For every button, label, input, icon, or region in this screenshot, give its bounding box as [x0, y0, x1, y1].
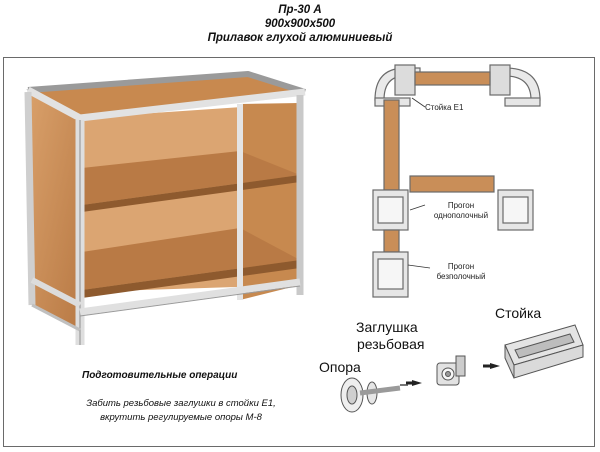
- foot-label: Опора: [319, 359, 361, 375]
- front-top-rail: [26, 86, 306, 122]
- profile-diagram: [372, 64, 541, 298]
- prep-line-1: Забить резьбовые заглушки в стойки Е1,: [86, 398, 276, 409]
- counter-cabinet: [24, 71, 306, 345]
- single-rail-label: Прогон однополочный: [425, 201, 497, 221]
- middle-shelf: [82, 151, 300, 205]
- no-shelf-rail-label: Прогон безполочный: [430, 262, 492, 282]
- prep-title: Подготовительные операции: [82, 370, 238, 381]
- plug-label-line2: резьбовая: [357, 336, 425, 352]
- left-back-post: [24, 91, 36, 306]
- left-side-panel: [28, 94, 80, 330]
- post-e1-label: Стойка Е1: [425, 103, 464, 112]
- foot-part: [340, 377, 408, 413]
- post-label: Стойка: [495, 305, 542, 321]
- plug-part: [436, 355, 466, 386]
- post-part: [504, 324, 584, 379]
- product-code: Пр-30 А: [278, 4, 322, 16]
- product-size: 900х900х500: [264, 18, 336, 30]
- assembly-parts: [340, 324, 584, 413]
- no-shelf-rail-label-line1: Прогон: [447, 262, 475, 271]
- left-bottom-rail: [30, 277, 82, 308]
- product-name: Прилавок глухой алюминиевый: [207, 32, 393, 44]
- bottom-shelf: [82, 228, 300, 290]
- front-bottom-rail: [79, 278, 301, 316]
- front-bottom-rail-edge: [79, 285, 301, 317]
- no-shelf-rail-label-line2: безполочный: [436, 272, 486, 281]
- bottom-shelf-edge: [82, 260, 300, 298]
- prep-line-2: вкрутить регулируемые опоры М-8: [100, 412, 262, 423]
- top-rail: [27, 71, 306, 95]
- plug-label-line1: Заглушка: [356, 319, 418, 335]
- single-rail-label-line2: однополочный: [433, 211, 489, 220]
- middle-shelf-edge: [82, 175, 300, 212]
- instruction-frame: [3, 57, 595, 447]
- single-rail-label-line1: Прогон: [447, 201, 475, 210]
- prep-instructions: Забить резьбовые заглушки в стойки Е1, в…: [56, 397, 306, 425]
